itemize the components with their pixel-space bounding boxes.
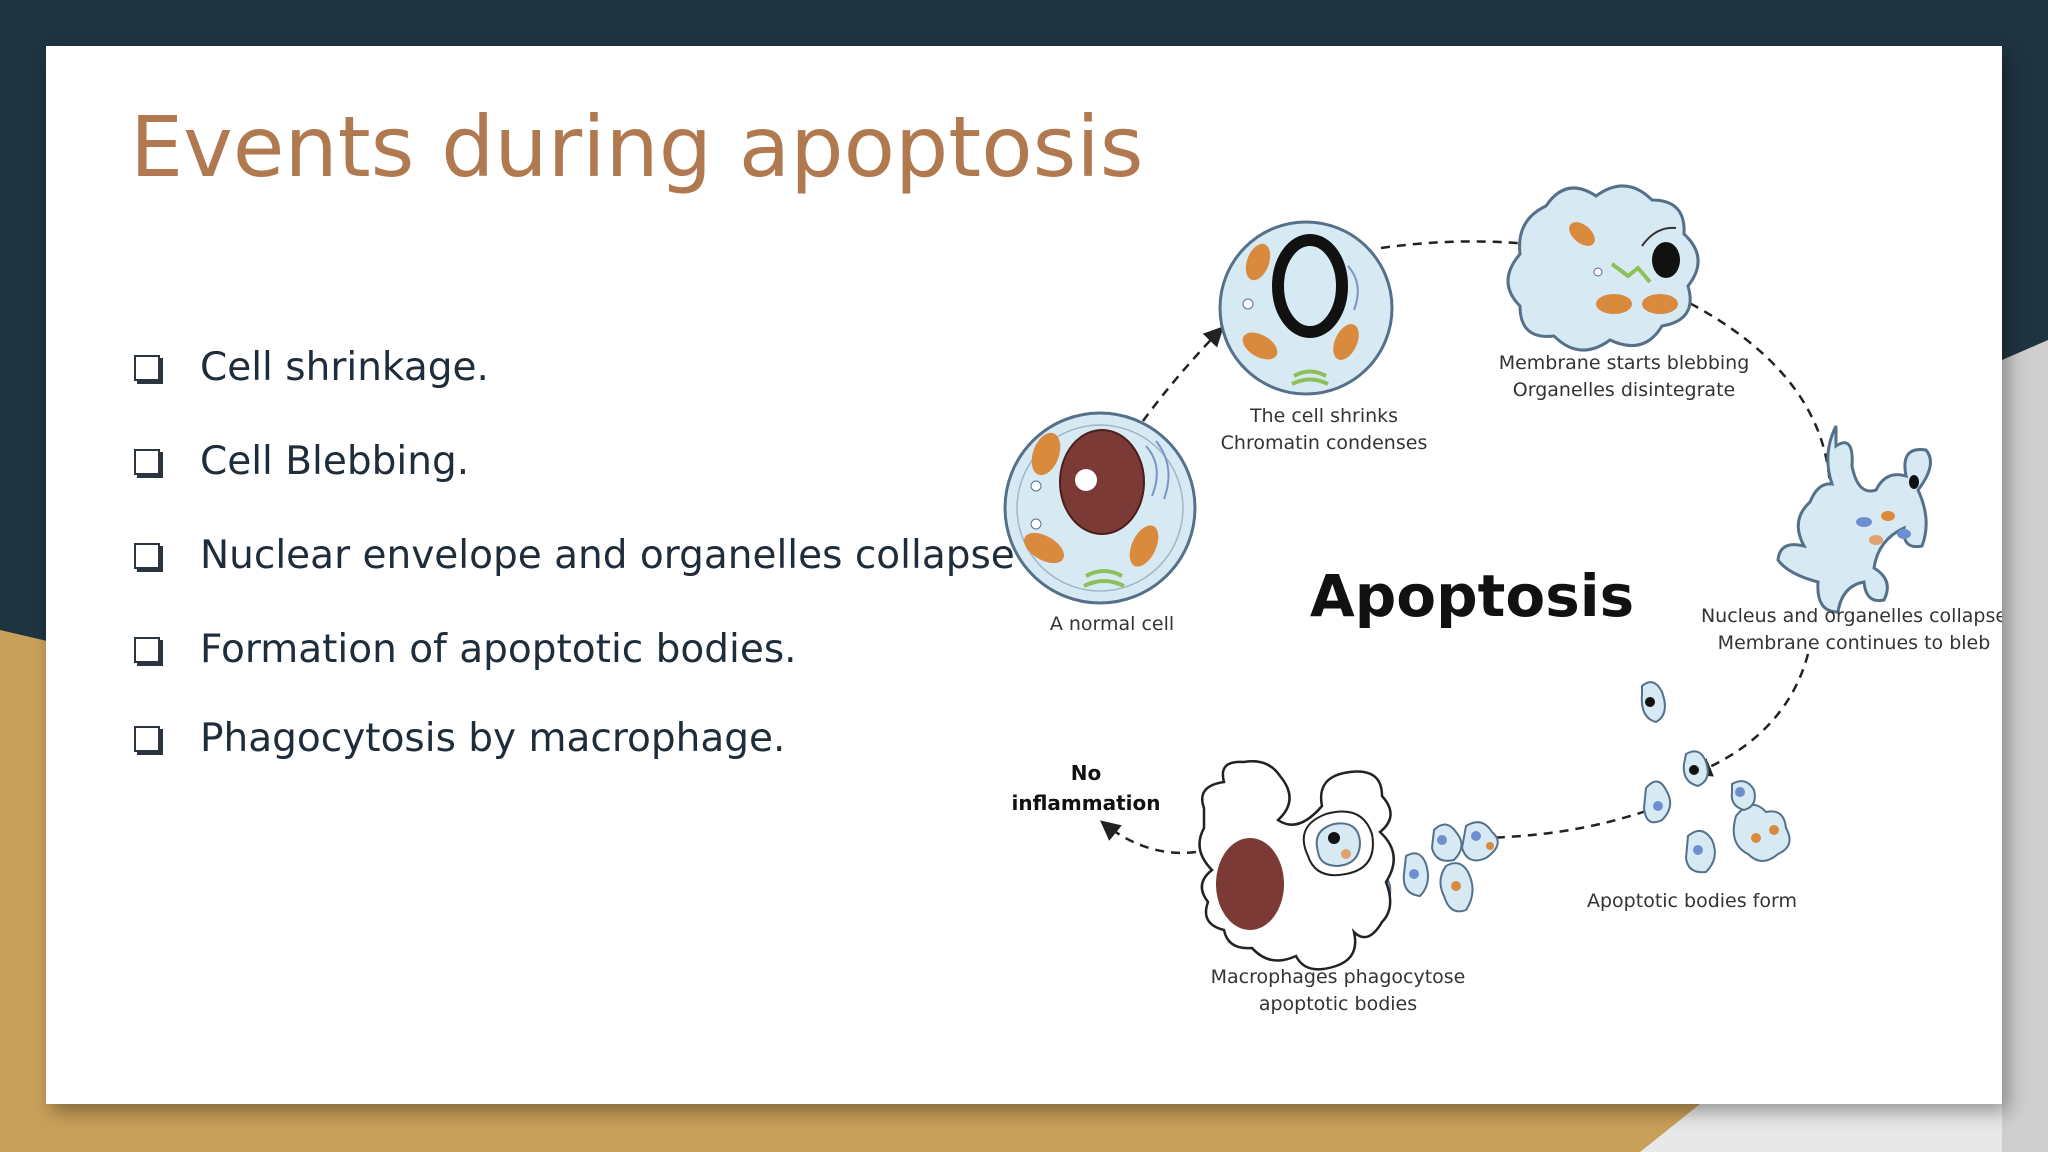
- checkbox-icon: [134, 542, 160, 569]
- checkbox-icon: [134, 354, 160, 381]
- macrophage-icon: [1198, 760, 1395, 971]
- bullet-text: Cell shrinkage.: [200, 345, 489, 390]
- label-cell-shrinks: The cell shrinks: [1249, 405, 1398, 427]
- cycle-arrows: [1100, 233, 1841, 855]
- label-no: No: [1071, 761, 1101, 785]
- checkbox-icon: [134, 636, 160, 663]
- diagram-center-title: Apoptosis: [1310, 562, 1634, 630]
- bullet-text: Cell Blebbing.: [200, 439, 470, 484]
- checkbox-icon: [134, 725, 160, 752]
- slide: Events during apoptosis Cell shrinkage. …: [46, 46, 2002, 1104]
- label-organelles-disintegrate: Organelles disintegrate: [1513, 379, 1735, 401]
- label-apoptotic-bodies: Apoptotic bodies form: [1587, 890, 1797, 912]
- label-inflammation: inflammation: [1012, 791, 1161, 815]
- bullet-item: Cell Blebbing.: [134, 439, 469, 484]
- bullet-item: Nuclear envelope and organelles collapse: [134, 533, 1015, 578]
- normal-cell-icon: [1003, 411, 1197, 605]
- bullet-text: Formation of apoptotic bodies.: [200, 627, 797, 672]
- collapsed-cell-icon: [1776, 425, 1932, 614]
- shrunk-cell-icon: [1218, 220, 1394, 396]
- label-macrophages-phagocytose: Macrophages phagocytose: [1211, 966, 1466, 988]
- apoptotic-bodies-icon: [1640, 681, 1791, 874]
- label-normal-cell: A normal cell: [1050, 613, 1174, 635]
- label-membrane-continues: Membrane continues to bleb: [1718, 632, 1991, 654]
- label-nucleus-collapse: Nucleus and organelles collapse: [1701, 605, 2002, 627]
- apoptosis-diagram: A normal cell The cell shrinks Chromatin…: [1003, 184, 2002, 1015]
- label-chromatin-condenses: Chromatin condenses: [1221, 432, 1428, 454]
- bullet-text: Nuclear envelope and organelles collapse: [200, 533, 1015, 578]
- label-apoptotic-bodies-2: apoptotic bodies: [1259, 993, 1417, 1015]
- label-membrane-blebbing: Membrane starts blebbing: [1499, 352, 1750, 374]
- bullet-item: Cell shrinkage.: [134, 345, 489, 390]
- checkbox-icon: [134, 448, 160, 475]
- slide-title: Events during apoptosis: [130, 98, 1144, 196]
- bullet-text: Phagocytosis by macrophage.: [200, 716, 786, 761]
- bullet-item: Phagocytosis by macrophage.: [134, 716, 785, 761]
- blebbing-cell-icon: [1506, 184, 1700, 352]
- bullet-item: Formation of apoptotic bodies.: [134, 627, 797, 672]
